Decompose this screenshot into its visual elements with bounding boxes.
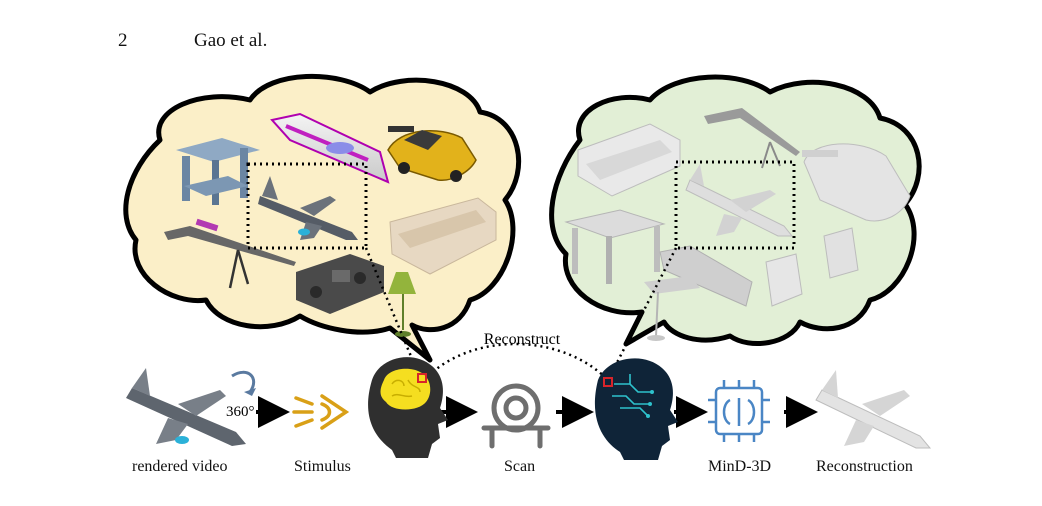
reconstruct-label: Reconstruct (484, 331, 561, 348)
page-header: 2 Gao et al. (118, 30, 267, 52)
car-object (802, 143, 911, 222)
reconstructed-airplane (815, 370, 932, 449)
rotation-icon (231, 370, 256, 396)
sofa-object (577, 123, 681, 197)
author-line: Gao et al. (194, 30, 268, 51)
human-head-brain-icon (368, 357, 448, 458)
ai-head-icon (594, 358, 678, 460)
table-object (176, 138, 260, 205)
eye-icon (292, 394, 350, 430)
caption-scan: Scan (504, 458, 536, 475)
mri-scanner-icon (481, 383, 551, 449)
mind3d-chip-icon (708, 380, 770, 442)
rotation-label: 360° (226, 404, 255, 420)
left-focus-box (246, 162, 368, 250)
reconstruct-arc (423, 342, 609, 381)
right-thought-cloud (549, 74, 922, 347)
right-pointer-line (606, 247, 678, 381)
page-number: 2 (118, 30, 128, 51)
stereo-object (296, 254, 384, 314)
caption-mind3d: MinD-3D (708, 458, 772, 475)
caption-stimulus: Stimulus (294, 458, 351, 475)
sports-car-object (387, 126, 477, 182)
caption-rendered-video: rendered video (132, 458, 228, 475)
airplane-object (258, 176, 358, 240)
table-object (564, 209, 666, 284)
airplane-object (685, 164, 794, 237)
brain-region-marker (417, 373, 427, 383)
lamp-object (388, 272, 416, 337)
video-airplane (126, 368, 246, 446)
left-thought-cloud (123, 74, 522, 363)
sofa-object (389, 197, 497, 275)
cabinet-object (765, 227, 859, 307)
ai-region-marker (603, 377, 613, 387)
rifle-object (164, 218, 296, 289)
caption-reconstruction: Reconstruction (816, 458, 913, 475)
cruise-ship-object (270, 112, 390, 184)
